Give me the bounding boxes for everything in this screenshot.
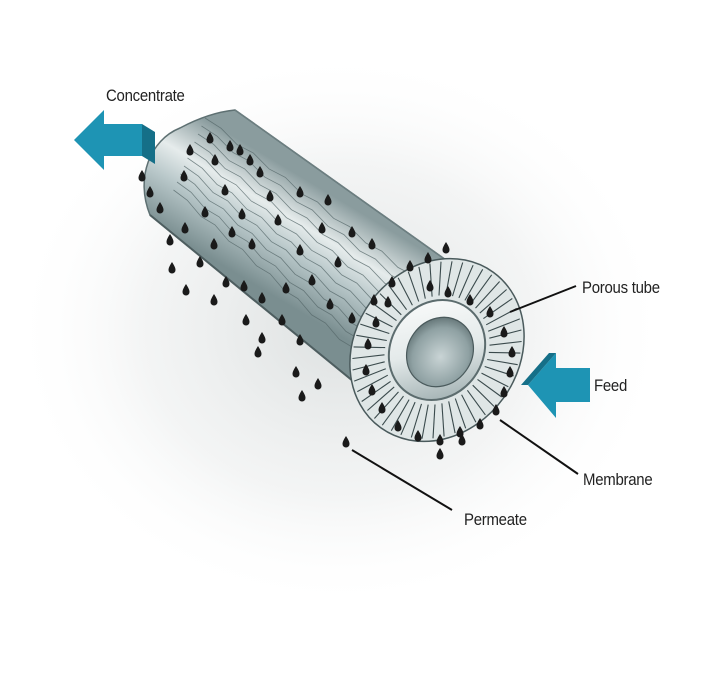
pore-line	[487, 318, 521, 332]
pore-line	[429, 263, 433, 297]
feed-label: Feed	[594, 376, 628, 395]
pore-line	[361, 380, 391, 402]
pore-line	[352, 361, 385, 371]
pore-line	[470, 274, 493, 305]
pore-line	[388, 284, 408, 311]
texture-line	[183, 165, 389, 341]
texture-line	[194, 141, 410, 317]
pore-line	[360, 323, 390, 335]
tube-surface-texture	[173, 117, 431, 365]
texture-line	[176, 181, 375, 357]
pore-line	[352, 354, 385, 360]
pore-line	[477, 378, 503, 398]
texture-line	[190, 149, 403, 325]
concentrate-arrow-icon	[74, 110, 142, 170]
pore-line	[454, 398, 467, 429]
pore-line	[397, 277, 413, 306]
pore-line	[475, 281, 501, 309]
pore-line	[407, 271, 420, 302]
pore-line	[353, 368, 387, 382]
membrane-label: Membrane	[583, 470, 653, 489]
porous-tube-label: Porous tube	[582, 278, 660, 297]
pore-line	[458, 264, 474, 299]
pore-line	[410, 403, 423, 438]
pore-line	[390, 399, 410, 431]
concentrate-label: Concentrate	[106, 86, 185, 105]
texture-line	[201, 125, 424, 301]
pore-line	[400, 401, 416, 436]
pore-line	[481, 372, 509, 388]
pore-line	[418, 266, 426, 299]
pore-line	[472, 384, 495, 407]
permeate-leader-line	[351, 449, 453, 511]
permeate-label: Permeate	[464, 510, 527, 529]
texture-line	[197, 133, 417, 309]
pore-line	[466, 389, 486, 416]
texture-line	[187, 157, 396, 333]
pore-line	[357, 374, 389, 393]
pore-line	[373, 391, 399, 419]
porous-tube-leader-line	[509, 285, 577, 313]
pore-line	[356, 334, 387, 342]
tube-bore	[405, 316, 475, 388]
pore-line	[479, 289, 507, 314]
pore-line	[441, 403, 445, 437]
pore-line	[381, 395, 404, 426]
pore-line	[367, 386, 395, 411]
pore-line	[461, 394, 477, 423]
pore-line	[371, 302, 397, 322]
pore-line	[432, 404, 436, 439]
pore-line	[489, 340, 522, 346]
pore-line	[451, 262, 464, 297]
membrane-leader-line	[499, 419, 579, 475]
pore-line	[365, 312, 393, 328]
porous-tube-pores	[352, 261, 522, 439]
texture-line	[204, 117, 431, 293]
pore-line	[438, 261, 442, 296]
pore-line	[464, 269, 484, 301]
pore-line	[448, 401, 456, 434]
texture-line	[180, 173, 382, 349]
feed-arrow-icon	[528, 353, 590, 418]
pore-line	[421, 404, 429, 439]
pore-line	[488, 351, 521, 354]
texture-line	[173, 189, 368, 365]
pore-line	[487, 358, 518, 366]
